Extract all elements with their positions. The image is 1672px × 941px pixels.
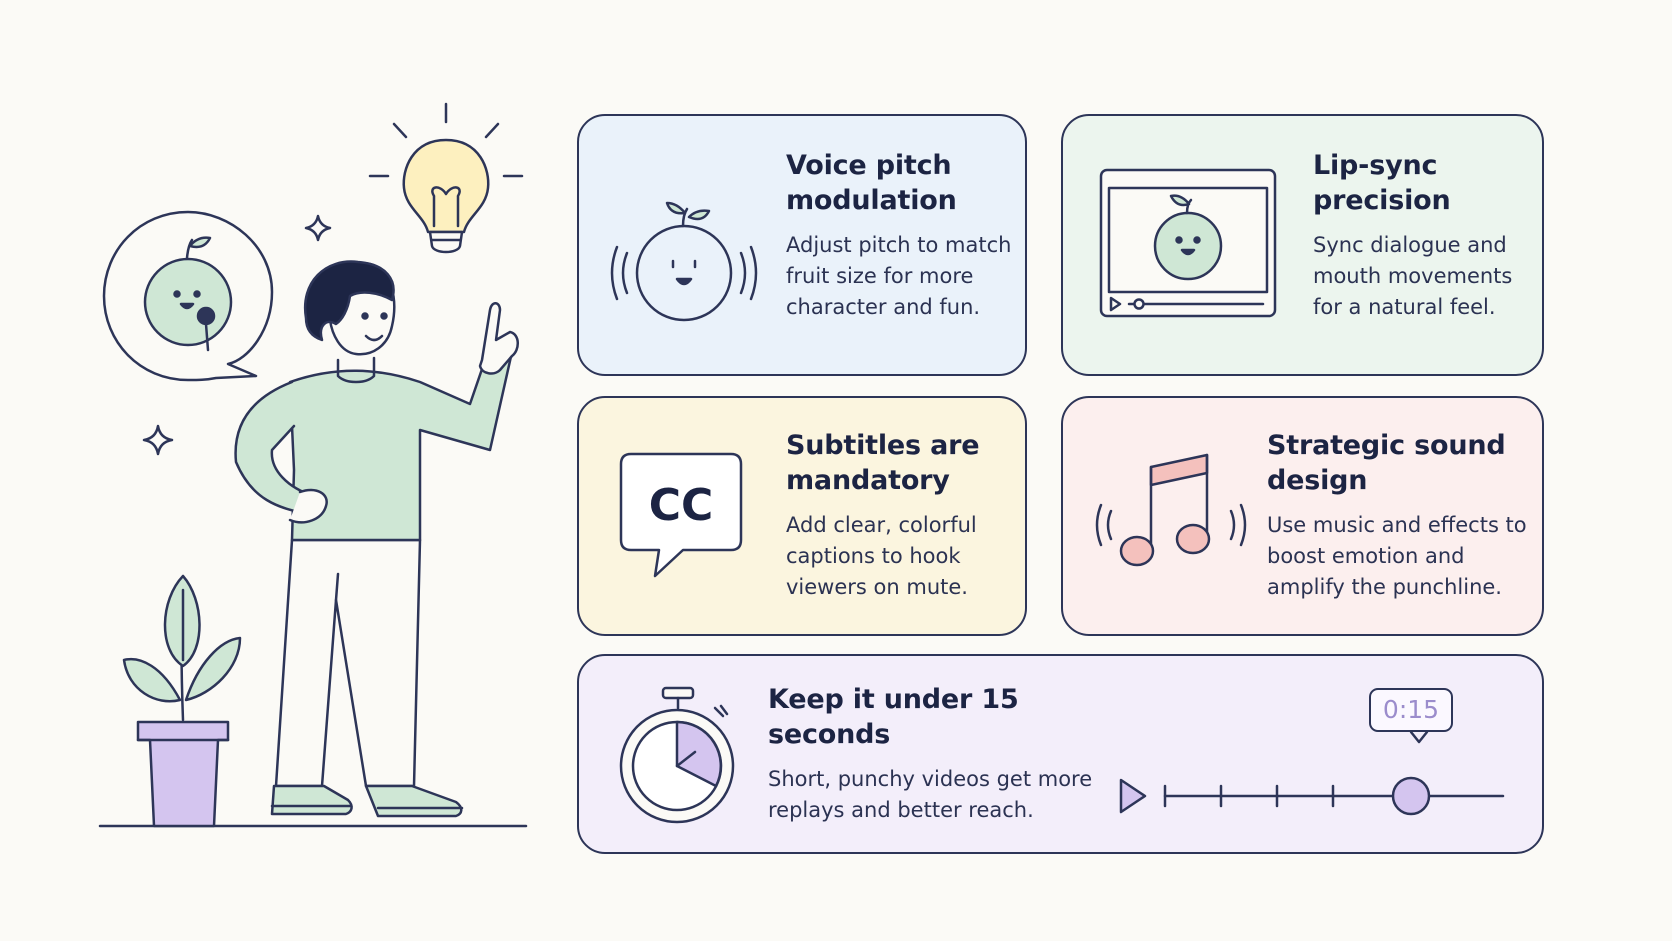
card-title: Voice pitch modulation — [786, 150, 957, 216]
play-icon — [1119, 778, 1147, 814]
timeline-track — [1119, 730, 1505, 816]
card-subtitles: CC Subtitles are mandatory Add clear, co… — [577, 396, 1027, 636]
card-keep-short: Keep it under 15 seconds Short, punchy v… — [577, 654, 1544, 854]
card-description: Sync dialogue and mouth movements for a … — [1313, 233, 1513, 319]
cc-captions-icon: CC — [619, 452, 743, 578]
lightbulb-icon — [368, 102, 524, 254]
video-player-icon — [1099, 168, 1277, 318]
presenter-illustration — [98, 102, 528, 828]
music-note-icon — [1095, 453, 1247, 567]
timeline-scrubber — [1391, 776, 1431, 816]
card-description: Adjust pitch to match fruit size for mor… — [786, 233, 1012, 319]
singing-fruit-icon — [610, 201, 758, 322]
card-description: Short, punchy videos get more replays an… — [768, 767, 1093, 822]
card-lip-sync: Lip-sync precision Sync dialogue and mou… — [1061, 114, 1544, 376]
speech-bubble-fruit — [102, 210, 274, 382]
card-title: Keep it under 15 seconds — [768, 684, 1019, 750]
timer-badge: 0:15 — [1369, 688, 1453, 732]
stopwatch-icon — [619, 686, 735, 824]
card-voice-pitch: Voice pitch modulation Adjust pitch to m… — [577, 114, 1027, 376]
card-title: Subtitles are mandatory — [786, 430, 980, 496]
sparkle-icon — [142, 424, 174, 456]
person-pointing — [234, 260, 519, 818]
sparkle-icon — [304, 214, 332, 242]
card-title: Strategic sound design — [1267, 430, 1506, 496]
card-sound-design: Strategic sound design Use music and eff… — [1061, 396, 1544, 636]
card-description: Use music and effects to boost emotion a… — [1267, 513, 1527, 599]
card-title: Lip-sync precision — [1313, 150, 1451, 216]
card-description: Add clear, colorful captions to hook vie… — [786, 513, 977, 599]
cc-label: CC — [649, 480, 714, 531]
video-timeline: 0:15 — [1119, 686, 1519, 836]
potted-plant — [98, 574, 528, 828]
